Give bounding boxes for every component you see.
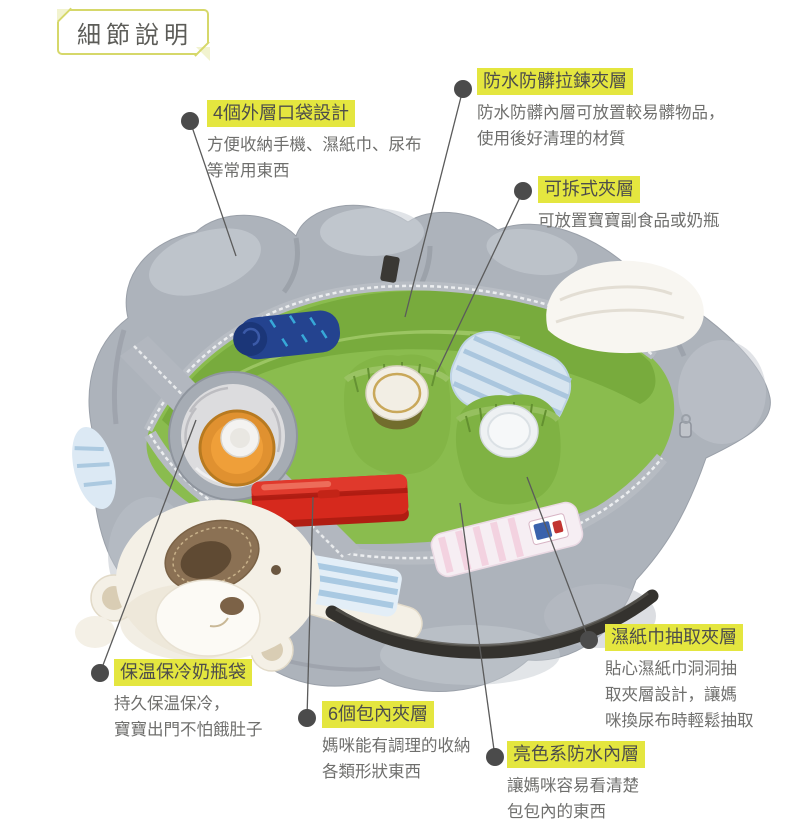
callout-line-thermal-pocket (99, 419, 197, 674)
feature-outer-pockets: 4個外層口袋設計 方便收納手機、濕紙巾、尿布 等常用東西 (207, 100, 507, 184)
section-title: 細節說明 (77, 21, 193, 49)
feature-thermal-pocket: 保温保冷奶瓶袋 持久保温保冷， 寶寶出門不怕餓肚子 (114, 659, 314, 743)
zipper-pull (679, 414, 692, 438)
callout-dot-thermal-pocket (91, 664, 109, 682)
feature-desc-line: 咪換尿布時輕鬆抽取 (605, 712, 754, 730)
strap-clip (380, 255, 400, 283)
food-jar-1 (365, 365, 429, 430)
callout-dot-outer-pockets (181, 112, 199, 130)
feature-desc-line: 等常用東西 (207, 162, 290, 180)
section-title-box: 細節說明 (57, 7, 210, 61)
callout-line-waterproof-zip (404, 88, 464, 318)
feature-heading: 防水防髒拉鍊夾層 (477, 68, 633, 95)
feature-bright-lining: 亮色系防水內層 讓媽咪容易看清楚 包包內的東西 (507, 741, 687, 823)
callout-line-outer-pockets (189, 120, 237, 257)
callout-dot-bright-lining (486, 748, 504, 766)
callout-lines (99, 88, 590, 758)
callout-line-inner-pockets (306, 496, 314, 719)
feature-desc-line: 取夾層設計，讓媽 (605, 686, 737, 704)
bottle-holder (168, 371, 298, 501)
feature-heading: 6個包內夾層 (322, 701, 435, 728)
red-wipes-box (251, 474, 409, 529)
feature-heading: 可拆式夾層 (538, 176, 640, 203)
bottle-pouch-2 (455, 394, 561, 505)
baby-bottle (198, 409, 276, 487)
callout-line-detachable (436, 190, 524, 373)
wipes-pack (430, 501, 584, 578)
callout-dots (91, 80, 598, 766)
feature-desc-line: 可放置寶寶副食品或奶瓶 (538, 212, 720, 230)
callout-dot-wipes-slot (580, 631, 598, 649)
feature-desc-line: 貼心濕紙巾洞洞抽 (605, 660, 737, 678)
feature-desc-line: 讓媽咪容易看清楚 (507, 777, 639, 795)
bag-handle (325, 589, 659, 659)
rolled-towel (233, 310, 341, 360)
feature-heading: 亮色系防水內層 (507, 741, 645, 768)
feature-detachable: 可拆式夾層 可放置寶寶副食品或奶瓶 (538, 176, 798, 234)
feature-desc-line: 方便收納手機、濕紙巾、尿布 (207, 136, 422, 154)
feature-heading: 濕紙巾抽取夾層 (605, 624, 743, 651)
diapers (546, 260, 704, 354)
callout-dot-inner-pockets (298, 709, 316, 727)
callout-line-bright-lining (459, 502, 496, 758)
feature-desc-line: 包包內的東西 (507, 803, 606, 821)
feature-heading: 保温保冷奶瓶袋 (114, 659, 252, 686)
feature-desc-line: 使用後好清理的材質 (477, 130, 626, 148)
feature-inner-pockets: 6個包內夾層 媽咪能有調理的收納 各類形狀東西 (322, 701, 512, 785)
feature-desc-line: 媽咪能有調理的收納 (322, 737, 471, 755)
striped-cloth-left (72, 426, 116, 510)
food-jar-2 (479, 404, 539, 458)
feature-waterproof-zip: 防水防髒拉鍊夾層 防水防髒內層可放置較易髒物品， 使用後好清理的材質 (477, 68, 797, 152)
feature-desc-line: 各類形狀東西 (322, 763, 421, 781)
callout-dot-waterproof-zip (454, 80, 472, 98)
feature-desc-line: 持久保温保冷， (114, 695, 230, 713)
bottle-pouch-1 (343, 354, 451, 475)
feature-wipes-slot: 濕紙巾抽取夾層 貼心濕紙巾洞洞抽 取夾層設計，讓媽 咪換尿布時輕鬆抽取 (605, 624, 780, 734)
teddy-bear (75, 500, 423, 672)
feature-desc-line: 防水防髒內層可放置較易髒物品， (477, 104, 725, 122)
feature-desc-line: 寶寶出門不怕餓肚子 (114, 721, 263, 739)
callout-dot-detachable (514, 182, 532, 200)
callout-line-wipes-slot (526, 476, 590, 641)
feature-heading: 4個外層口袋設計 (207, 100, 356, 127)
